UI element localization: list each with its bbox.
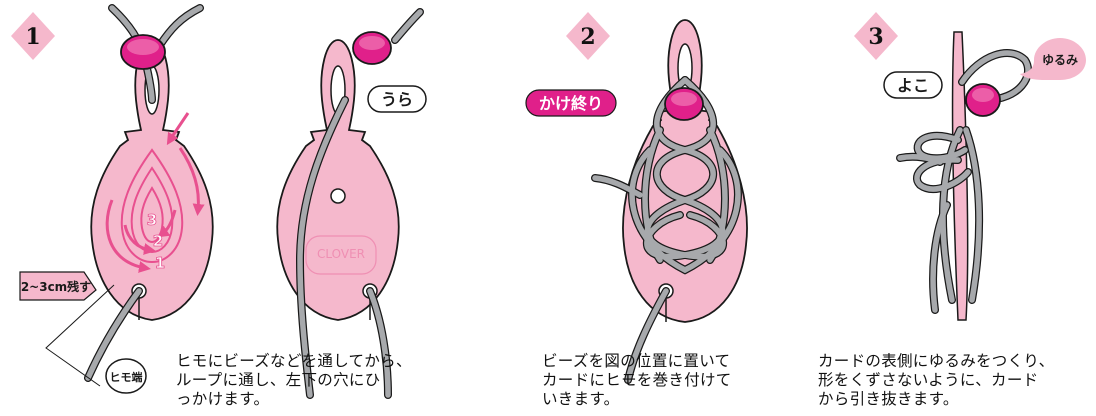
step-1-caption: ヒモにビーズなどを通してから、 ループに通し、左下の穴にひ っかけます。 xyxy=(176,352,412,408)
step-3-caption: カードの表側にゆるみをつくり、 形をくずさないように、カード から引き抜きます。 xyxy=(818,352,1055,408)
step-1-front-bead xyxy=(120,34,166,70)
back-side-text: うら xyxy=(381,90,413,109)
side-view-label: よこ xyxy=(883,71,943,99)
step-1-front-card: 3 2 1 xyxy=(90,39,214,321)
step-2-number: 2 xyxy=(580,24,595,50)
leave-2-3cm-text: 2~3cm残す xyxy=(21,279,91,294)
step-3-badge: 3 xyxy=(854,12,898,60)
step-1-badge: 1 xyxy=(11,12,55,60)
leave-2-3cm-label: 2~3cm残す xyxy=(19,271,97,301)
cord-end-label: ヒモ端 xyxy=(105,358,147,394)
step-1-back-card: CLOVER xyxy=(276,39,400,321)
step-2-wrapped-cord xyxy=(591,76,742,384)
step-3-cord xyxy=(896,49,1033,314)
step-2-caption: ビーズを図の位置に置いて カードにヒモを巻き付けて いきます。 xyxy=(542,352,732,408)
cord-end-text: ヒモ端 xyxy=(110,370,143,384)
step-1-back-bead xyxy=(352,31,392,65)
finish-text: かけ終り xyxy=(539,94,603,113)
step-2-badge: 2 xyxy=(566,12,610,60)
card-number-2: 2 xyxy=(153,232,163,250)
slack-label: ゆるみ xyxy=(1020,38,1086,80)
card-logo-text: CLOVER xyxy=(317,247,365,261)
step-1-back-cord xyxy=(295,8,424,399)
step-3-number: 3 xyxy=(868,24,883,50)
card-number-1: 1 xyxy=(155,254,165,272)
step-2-card xyxy=(622,19,748,323)
card-number-3: 3 xyxy=(147,211,157,229)
back-side-label: うら xyxy=(367,85,427,113)
slack-text: ゆるみ xyxy=(1042,53,1078,67)
side-view-text: よこ xyxy=(897,76,929,95)
leave-length-bracket xyxy=(45,284,115,387)
step-3-bead xyxy=(965,83,1001,117)
finish-label: かけ終り xyxy=(525,89,617,117)
step-2-bead xyxy=(664,87,704,121)
step-1-number: 1 xyxy=(25,24,40,50)
